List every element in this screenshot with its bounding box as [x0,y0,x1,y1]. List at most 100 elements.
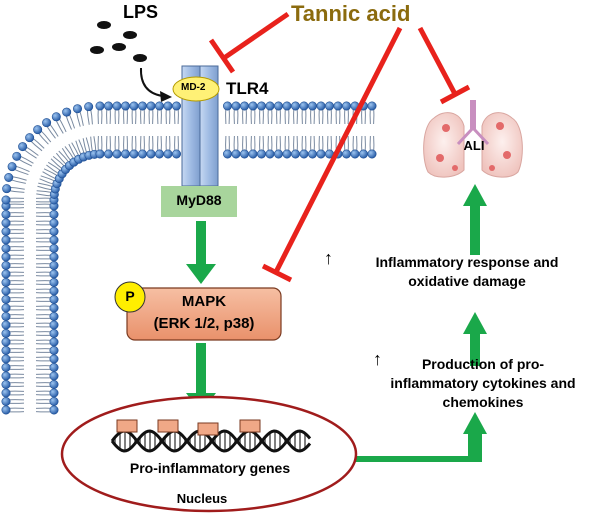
lipid-head [112,149,122,159]
lipid-head [1,227,11,237]
lps-binding-arrowhead [160,91,172,102]
lipid-head [49,244,59,254]
lipid-head [51,112,61,122]
lipid-head [49,388,59,398]
lipid-head [367,149,377,159]
tlr4-label: TLR4 [226,79,269,98]
lipid-head [282,101,292,111]
lipid-head [49,379,59,389]
lipid-head [273,101,283,111]
lipid-head [316,149,326,159]
lipid-head [290,149,300,159]
lipid-head [273,149,283,159]
lungs-icon [423,100,523,178]
lipid-head [49,345,59,355]
lipid-head [231,101,241,111]
genes-label: Pro-inflammatory genes [129,460,291,476]
lipid-head [265,101,275,111]
inflam-line-1: Inflammatory response and [375,254,559,270]
lipid-head [49,235,59,245]
lps-binding-arrow [139,67,163,97]
ali-label: ALI [463,138,485,153]
lipid-head [1,328,11,338]
lipid-head [248,101,258,111]
lipid-head [240,149,250,159]
md2-protein [172,76,220,102]
lipid-head [324,101,334,111]
lps-particles [90,21,147,62]
lipid-head [129,101,139,111]
lipid-head [290,101,300,111]
tannic-acid-label: Tannic acid [291,1,411,26]
lipid-head [146,101,156,111]
inflam-response-label: Inflammatory response and oxidative dama… [337,253,597,291]
lipid-head [1,210,11,220]
lipid-head [163,101,173,111]
lipid-head [18,142,28,152]
lipid-head [231,149,241,159]
lipid-head [163,149,173,159]
lipid-head [316,101,326,111]
lipid-head [49,328,59,338]
lipid-head [49,252,59,262]
lps-label: LPS [123,2,159,22]
lipid-head [1,218,11,228]
lipid-head [95,101,105,111]
lipid-head [1,345,11,355]
lipid-head [49,311,59,321]
lipid-head [1,277,11,287]
lipid-head [4,173,14,183]
lipid-head [172,149,182,159]
cell-membrane [1,101,377,415]
lipid-head [49,294,59,304]
lipid-head [333,101,343,111]
phospho-label: P [125,288,135,304]
lipid-head [49,396,59,406]
lipid-head [49,362,59,372]
lipid-head [223,149,233,159]
lipid-head [138,101,148,111]
nucleus-label: Nucleus [176,491,228,506]
lipid-head [49,277,59,287]
lipid-head [256,101,266,111]
lipid-head [1,354,11,364]
lipid-head [1,252,11,262]
lipid-head [49,371,59,381]
lipid-head [121,149,131,159]
lipid-head [49,260,59,270]
lipid-head [1,286,11,296]
lipid-head [84,102,94,112]
lipid-head [172,101,182,111]
md2-label: MD-2 [181,82,206,93]
lipid-head [223,101,233,111]
mapk-subtypes-label: (ERK 1/2, p38) [153,315,255,332]
lipid-head [138,149,148,159]
lipid-head [129,149,139,159]
dna-strand [110,429,312,453]
lipid-head [62,107,72,117]
lipid-head [49,320,59,330]
lipid-head [112,101,122,111]
lipid-head [95,149,105,159]
lipid-head [256,149,266,159]
gene-markers [116,419,261,436]
lipid-head [42,118,52,128]
lipid-head [1,311,11,321]
lipid-head [104,149,114,159]
mapk-label: MAPK [181,293,227,310]
lipid-head [1,260,11,270]
myd88-label: MyD88 [176,192,222,208]
lipid-head [282,149,292,159]
lipid-head [1,303,11,313]
production-line-2: inflammatory cytokines and [390,375,576,391]
lipid-head [1,195,11,205]
lipid-head [299,149,309,159]
lipid-head [307,149,317,159]
lipid-head [2,184,12,194]
lipid-head [1,396,11,406]
lipid-head [146,149,156,159]
lipid-head [341,101,351,111]
lipid-head [341,149,351,159]
dna-helix [110,429,312,453]
lipid-head [49,337,59,347]
